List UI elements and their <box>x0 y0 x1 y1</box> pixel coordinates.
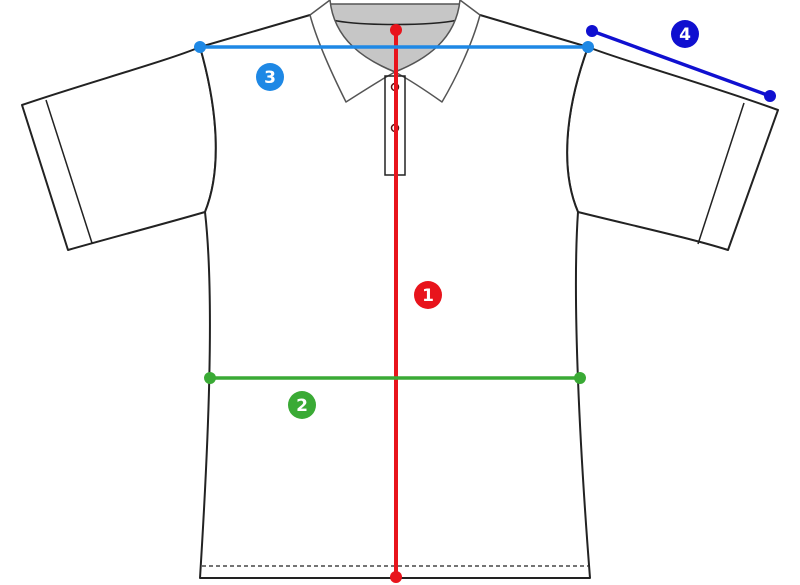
measurement-3-start-dot <box>194 41 206 53</box>
measurement-2-end-dot <box>574 372 586 384</box>
measurement-1-start-dot <box>390 24 402 36</box>
measurement-4-line <box>591 29 771 98</box>
measurement-1-end-dot <box>390 571 402 583</box>
measurement-4-label: 4 <box>679 25 691 45</box>
measurement-4-end-dot <box>764 90 776 102</box>
measurement-1-label: 1 <box>422 286 434 306</box>
measurement-3-end-dot <box>582 41 594 53</box>
right-sleeve <box>566 46 779 251</box>
measurement-3-badge <box>256 63 284 91</box>
measurement-1: 1 <box>390 24 442 583</box>
collar-right <box>394 0 481 103</box>
measurement-4-badge <box>671 20 699 48</box>
right-sleeve-cuff <box>697 102 745 245</box>
left-sleeve <box>21 46 217 251</box>
collar-left <box>309 0 396 103</box>
measurement-3-label: 3 <box>264 68 276 88</box>
measurement-1-badge <box>414 281 442 309</box>
measurement-3: 3 <box>194 41 594 91</box>
measurement-4-start-dot <box>586 25 598 37</box>
measurement-2-start-dot <box>204 372 216 384</box>
measurement-2: 2 <box>204 372 586 419</box>
measurement-2-label: 2 <box>296 396 308 416</box>
left-sleeve-cuff <box>45 99 93 244</box>
measurement-2-badge <box>288 391 316 419</box>
measurement-4: 4 <box>586 20 776 102</box>
polo-shirt-icon <box>21 0 779 579</box>
